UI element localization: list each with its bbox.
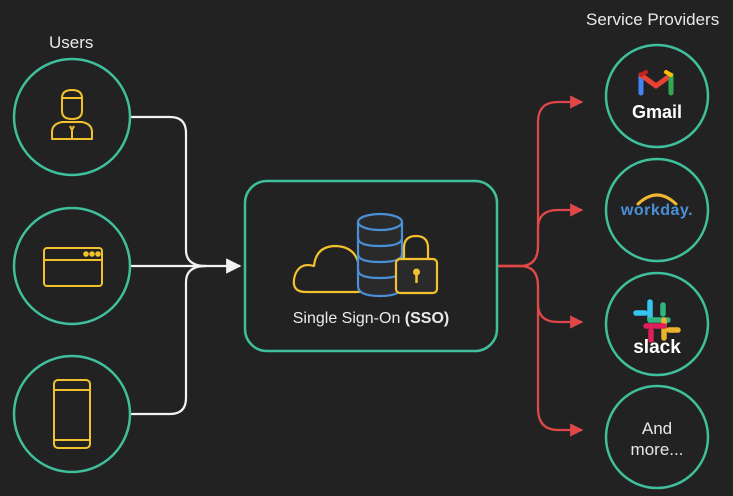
connector-gmail — [497, 95, 584, 268]
connector-user-top — [131, 115, 207, 268]
provider-node-workday — [604, 157, 710, 263]
padlock-icon — [394, 234, 439, 295]
connector-more — [497, 264, 584, 437]
sso-label-abbrev: (SSO) — [404, 310, 450, 327]
connector-workday — [497, 203, 584, 268]
gmail-logo-icon — [638, 70, 674, 96]
users-title: Users — [49, 33, 94, 52]
service-providers-title: Service Providers — [586, 10, 720, 29]
and-more-label: And more... — [605, 418, 709, 460]
provider-node-gmail — [604, 43, 710, 149]
database-icon — [356, 212, 404, 298]
gmail-label: Gmail — [631, 102, 683, 122]
connector-user-bottom — [131, 264, 207, 416]
sso-box — [243, 179, 499, 353]
slack-label: slack — [633, 337, 681, 358]
smartphone-icon — [53, 379, 91, 449]
user-node-browser — [12, 206, 132, 326]
connector-slack — [497, 264, 584, 329]
user-icon — [51, 89, 93, 140]
workday-arc-icon — [636, 193, 678, 206]
and-more-line2: more... — [630, 440, 684, 459]
sso-label: Single Sign-On (SSO) — [245, 310, 497, 328]
slack-logo-icon — [633, 299, 681, 343]
provider-node-slack — [604, 271, 710, 377]
user-node-person — [12, 57, 132, 177]
user-connectors — [131, 115, 242, 416]
browser-window-icon — [43, 247, 103, 287]
user-node-phone — [12, 354, 132, 474]
provider-connectors — [497, 95, 584, 437]
workday-label: workday. — [620, 202, 694, 219]
provider-node-more — [604, 384, 710, 490]
and-more-line1: And — [641, 419, 673, 438]
sso-label-text: Single Sign-On — [292, 310, 405, 327]
